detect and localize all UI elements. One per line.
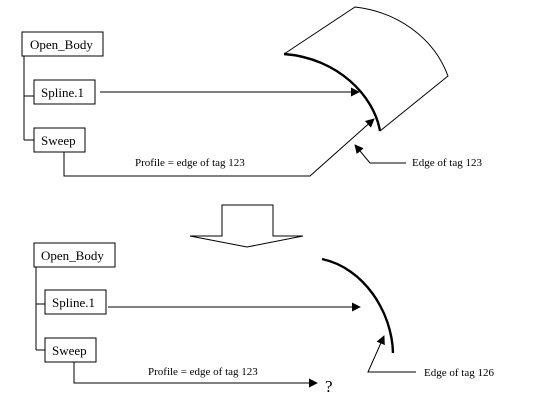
bottom-sweep-node[interactable] [44, 337, 97, 363]
top-edge-pointer [354, 144, 406, 164]
bottom-spline-label: Spline.1 [52, 295, 95, 310]
top-tree-connector [23, 56, 34, 141]
bottom-open-body-label: Open_Body [41, 248, 104, 263]
bottom-edge-label: Edge of tag 126 [424, 367, 494, 379]
top-sweep-node[interactable] [33, 127, 86, 153]
bottom-sweep-label: Sweep [52, 343, 87, 358]
swept-surface [283, 6, 449, 132]
bottom-edge-curve [321, 257, 395, 354]
top-edge-label: Edge of tag 123 [412, 157, 482, 169]
top-spline-label: Spline.1 [41, 85, 84, 100]
top-scene: Open_Body Spline.1 Sweep Profile = edge … [21, 6, 482, 177]
bottom-open-body-node[interactable] [33, 242, 116, 268]
top-profile-label: Profile = edge of tag 123 [135, 157, 245, 169]
bottom-spline-node[interactable] [44, 289, 107, 315]
transition-down-arrow [189, 204, 304, 248]
unresolved-question-mark: ? [325, 377, 333, 396]
bottom-tree-connector [35, 267, 45, 351]
top-open-body-node[interactable] [21, 31, 104, 57]
bottom-profile-label: Profile = edge of tag 123 [148, 366, 258, 378]
top-open-body-label: Open_Body [30, 37, 93, 52]
bottom-scene: Open_Body Spline.1 Sweep Profile = edge … [33, 242, 494, 396]
bottom-edge-pointer [367, 335, 416, 373]
top-sweep-label: Sweep [41, 133, 76, 148]
top-edge-curve [283, 52, 382, 132]
bottom-profile-link [73, 362, 318, 388]
top-spline-node[interactable] [33, 79, 96, 105]
top-profile-link [63, 118, 375, 177]
